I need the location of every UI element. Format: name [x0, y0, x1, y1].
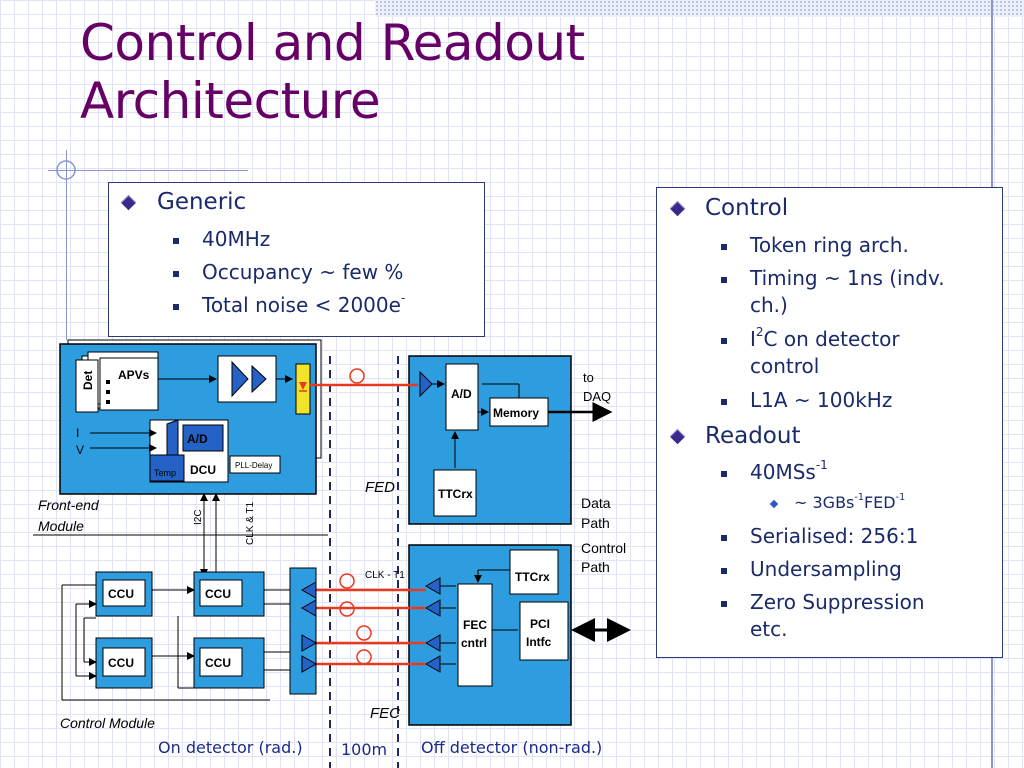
- readout-undersampling: Undersampling: [750, 557, 902, 581]
- label-pci-2: Intfc: [526, 635, 552, 649]
- label-v: V: [76, 443, 84, 457]
- generic-item-40mhz: 40MHz: [202, 227, 271, 251]
- label-ccu-1: CCU: [108, 587, 134, 601]
- label-temp: Temp: [154, 468, 176, 478]
- label-dcu: DCU: [190, 463, 216, 477]
- fed-module: [408, 355, 613, 525]
- bullet-square-icon: [721, 601, 727, 607]
- label-daq: DAQ: [583, 389, 611, 404]
- label-fec-cntrl-1: FEC: [463, 618, 487, 632]
- noise-text: Total noise < 2000e: [202, 293, 401, 317]
- control-l1a: L1A ~ 100kHz: [750, 388, 893, 412]
- control-i2c-1: I2C on detector: [750, 324, 900, 351]
- label-pll: PLL-Delay: [235, 461, 272, 470]
- bullet-square-icon: [721, 471, 727, 477]
- label-ad-front: A/D: [187, 432, 208, 446]
- title-line-1: Control and Readout: [80, 14, 585, 72]
- det-box: [75, 359, 99, 413]
- generic-box: Generic 40MHz Occupancy ~ few % Total no…: [108, 182, 485, 337]
- bullet-square-icon: [173, 271, 179, 277]
- decorative-horizontal-line: [48, 170, 248, 171]
- generic-heading: Generic: [157, 189, 247, 215]
- front-end-module: [59, 339, 322, 495]
- label-control: Control: [581, 540, 626, 556]
- fec-module: [408, 544, 631, 726]
- label-clk-t1-vert: CLK & T1: [245, 501, 256, 545]
- label-control-module: Control Module: [60, 715, 155, 731]
- label-ttcrx-fec: TTCrx: [515, 570, 550, 584]
- noise-sup: -: [400, 290, 406, 305]
- label-memory: Memory: [493, 406, 539, 420]
- label-data: Data: [581, 495, 611, 511]
- label-fed: FED: [365, 479, 395, 496]
- i2c-b: C on detector: [763, 327, 900, 351]
- readout-zero-suppression-2: etc.: [750, 617, 788, 641]
- label-ccu-2: CCU: [205, 587, 231, 601]
- gbs-sup1: -1: [854, 491, 864, 503]
- decorative-top-band: [375, 0, 1024, 17]
- bullet-square-icon: [721, 338, 727, 344]
- generic-item-noise: Total noise < 2000e-: [202, 290, 406, 317]
- generic-item-occupancy: Occupancy ~ few %: [202, 260, 404, 284]
- label-data-path: Path: [581, 515, 610, 531]
- i2c-a: I: [750, 327, 756, 351]
- label-control-path: Path: [581, 559, 610, 575]
- label-det: Det: [81, 371, 95, 390]
- bullet-square-icon: [721, 277, 727, 283]
- decorative-vertical-line: [66, 150, 67, 340]
- gbs-sup2: -1: [895, 491, 906, 503]
- label-i2c: I2C: [193, 509, 204, 525]
- caption-distance: 100m: [341, 740, 388, 759]
- bullet-square-icon: [173, 304, 179, 310]
- label-ttcrx-fed: TTCrx: [438, 487, 473, 501]
- bullet-square-icon: [721, 535, 727, 541]
- bullet-square-icon: [721, 568, 727, 574]
- decorative-circle-mark: [56, 160, 76, 180]
- control-i2c-2: control: [750, 354, 820, 378]
- bullet-square-icon: [721, 244, 727, 250]
- control-module: [61, 567, 318, 701]
- title-line-2: Architecture: [80, 72, 381, 130]
- page-title: Control and Readout Architecture: [80, 14, 585, 130]
- readout-heading: Readout: [705, 423, 801, 449]
- control-timing-1: Timing ~ 1ns (indv.: [750, 266, 945, 290]
- control-token-ring: Token ring arch.: [750, 233, 909, 257]
- label-front-end: Front-end: [38, 497, 100, 513]
- label-apvs: APVs: [118, 368, 150, 382]
- readout-msps: 40MSs-1: [750, 457, 828, 484]
- gbs-b: FED: [863, 493, 896, 512]
- readout-gbs: ~ 3GBs-1FED-1: [794, 491, 906, 512]
- label-pci-1: PCI: [530, 617, 550, 631]
- label-i: I: [76, 426, 79, 440]
- readout-serialised: Serialised: 256:1: [750, 524, 919, 548]
- control-readout-box: Control Token ring arch. Timing ~ 1ns (i…: [656, 187, 1003, 658]
- label-clk-t1: CLK - T1: [365, 570, 405, 581]
- bullet-square-icon: [721, 399, 727, 405]
- msps-text: 40MSs: [750, 460, 816, 484]
- label-fec: FEC: [370, 705, 400, 722]
- readout-zero-suppression-1: Zero Suppression: [750, 590, 925, 614]
- label-ccu-3: CCU: [108, 656, 134, 670]
- bullet-square-icon: [173, 238, 179, 244]
- control-heading: Control: [705, 195, 789, 221]
- gbs-a: ~ 3GBs: [794, 493, 855, 512]
- label-front-end-module: Module: [38, 518, 84, 534]
- label-ccu-4: CCU: [205, 656, 231, 670]
- label-fec-cntrl-2: cntrl: [461, 636, 487, 650]
- msps-sup: -1: [815, 457, 828, 472]
- control-timing-2: ch.): [750, 293, 788, 317]
- caption-off-detector: Off detector (non-rad.): [421, 738, 603, 757]
- i2c-sup: 2: [755, 324, 764, 339]
- caption-on-detector: On detector (rad.): [158, 738, 303, 757]
- label-ad-fed: A/D: [451, 387, 472, 401]
- label-to: to: [583, 370, 594, 385]
